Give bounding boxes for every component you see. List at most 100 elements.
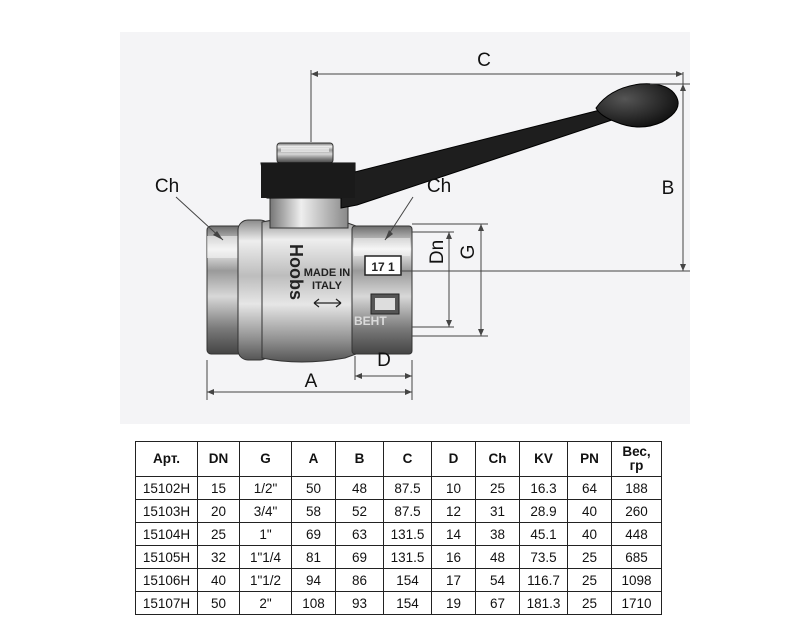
- table-header-cell: B: [335, 441, 384, 477]
- table-cell: 25: [567, 591, 612, 615]
- made-in-marking-line1: MADE IN: [304, 267, 351, 279]
- table-cell: 64: [567, 476, 612, 500]
- table-header-cell: DN: [197, 441, 240, 477]
- table-cell: 45.1: [519, 522, 568, 546]
- dim-label-a: A: [305, 371, 318, 392]
- table-cell: 116.7: [519, 568, 568, 592]
- table-cell: 25: [567, 545, 612, 569]
- table-cell: 2": [239, 591, 292, 615]
- table-header-cell: Арт.: [135, 441, 198, 477]
- table-cell: 50: [291, 476, 336, 500]
- table-cell: 58: [291, 499, 336, 523]
- table-cell: 25: [475, 476, 520, 500]
- table-cell: 86: [335, 568, 384, 592]
- table-cell: 108: [291, 591, 336, 615]
- dim-label-ch-left: Ch: [155, 176, 179, 197]
- table-cell: 131.5: [383, 522, 432, 546]
- table-cell: 81: [291, 545, 336, 569]
- dim-label-c: C: [477, 50, 491, 71]
- table-cell: 28.9: [519, 499, 568, 523]
- table-cell: 94: [291, 568, 336, 592]
- table-cell: 25: [567, 568, 612, 592]
- dim-label-ch-right: Ch: [427, 176, 451, 197]
- table-cell: 15102H: [135, 476, 198, 500]
- table-cell: 181.3: [519, 591, 568, 615]
- pressure-badge-frame: [364, 255, 402, 276]
- table-cell: 3/4": [239, 499, 292, 523]
- pressure-badge: 17 1: [371, 260, 395, 274]
- table-cell: 188: [611, 476, 662, 500]
- table-cell: 69: [335, 545, 384, 569]
- dim-label-dn: Dn: [427, 240, 448, 264]
- table-header-cell: PN: [567, 441, 612, 477]
- table-cell: 40: [567, 499, 612, 523]
- dimension-arrowheads: [207, 71, 686, 395]
- table-cell: 40: [197, 568, 240, 592]
- table-cell: 63: [335, 522, 384, 546]
- table-cell: 69: [291, 522, 336, 546]
- eac-mark-icon: [370, 293, 400, 315]
- table-header-cell: D: [431, 441, 476, 477]
- table-cell: 154: [383, 591, 432, 615]
- table-header-cell: G: [239, 441, 292, 477]
- table-cell: 448: [611, 522, 662, 546]
- valve-drawing: Hoobs MADE IN ITALY 17 1 ВЕНТ: [120, 32, 690, 424]
- table-cell: 15107H: [135, 591, 198, 615]
- table-cell: 31: [475, 499, 520, 523]
- table-cell: 1"1/2: [239, 568, 292, 592]
- table-header-cell: Вес,гр: [611, 441, 662, 477]
- table-cell: 48: [335, 476, 384, 500]
- table-cell: 1098: [611, 568, 662, 592]
- table-cell: 15105H: [135, 545, 198, 569]
- table-cell: 32: [197, 545, 240, 569]
- table-cell: 93: [335, 591, 384, 615]
- table-cell: 19: [431, 591, 476, 615]
- dim-label-g: G: [458, 245, 479, 260]
- table-cell: 15103H: [135, 499, 198, 523]
- table-cell: 54: [475, 568, 520, 592]
- brand-marking: Hoobs: [286, 244, 306, 300]
- table-cell: 20: [197, 499, 240, 523]
- table-cell: 154: [383, 568, 432, 592]
- table-cell: 1": [239, 522, 292, 546]
- table-cell: 50: [197, 591, 240, 615]
- table-cell: 15104H: [135, 522, 198, 546]
- table-cell: 25: [197, 522, 240, 546]
- table-header-cell: C: [383, 441, 432, 477]
- table-header-cell: KV: [519, 441, 568, 477]
- table-cell: 10: [431, 476, 476, 500]
- table-cell: 67: [475, 591, 520, 615]
- table-cell: 73.5: [519, 545, 568, 569]
- table-cell: 15: [197, 476, 240, 500]
- table-cell: 87.5: [383, 476, 432, 500]
- table-cell: 52: [335, 499, 384, 523]
- table-cell: 17: [431, 568, 476, 592]
- table-cell: 40: [567, 522, 612, 546]
- table-cell: 1"1/4: [239, 545, 292, 569]
- watermark: ВЕНТ: [354, 314, 387, 328]
- table-header-cell: A: [291, 441, 336, 477]
- table-cell: 1710: [611, 591, 662, 615]
- table-cell: 16: [431, 545, 476, 569]
- table-cell: 260: [611, 499, 662, 523]
- table-cell: 131.5: [383, 545, 432, 569]
- table-cell: 14: [431, 522, 476, 546]
- dim-label-b: B: [662, 178, 675, 199]
- table-cell: 87.5: [383, 499, 432, 523]
- table-cell: 12: [431, 499, 476, 523]
- dim-label-d: D: [377, 350, 391, 371]
- table-cell: 15106H: [135, 568, 198, 592]
- made-in-marking-line2: ITALY: [312, 280, 343, 292]
- table-header-cell: Ch: [475, 441, 520, 477]
- table-cell: 16.3: [519, 476, 568, 500]
- table-cell: 1/2": [239, 476, 292, 500]
